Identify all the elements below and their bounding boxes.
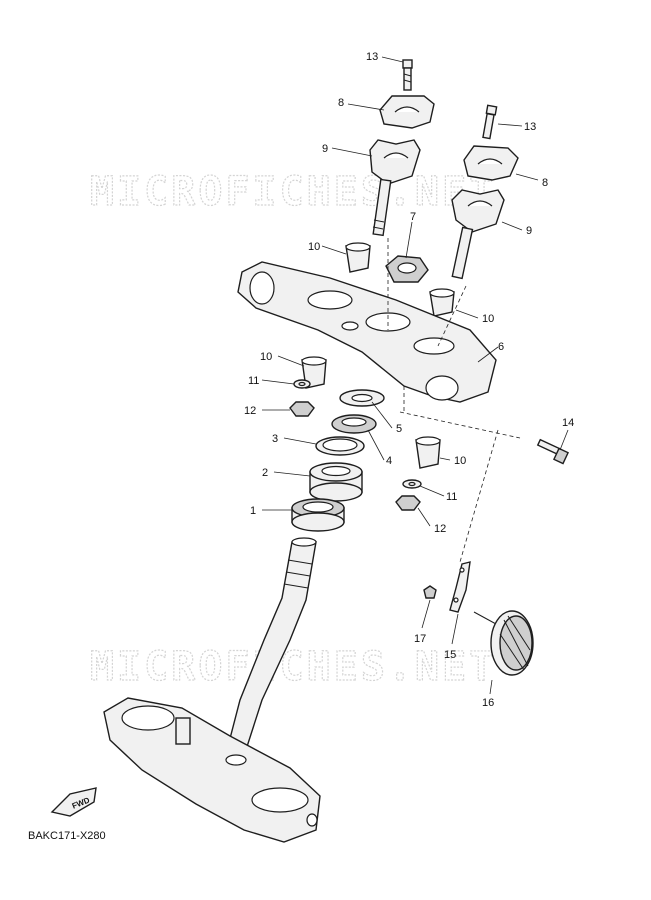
- callout-6: 6: [498, 341, 504, 353]
- dust-seal-3: [315, 436, 365, 456]
- callout-labels: 13 8 9 10 7 13 8 9 10 6 10 11 12 5 4 3 2…: [244, 51, 574, 709]
- callout-4: 4: [386, 455, 392, 467]
- callout-12-right: 12: [434, 523, 446, 535]
- callout-8-left: 8: [338, 97, 344, 109]
- bearing-1: [291, 498, 345, 532]
- nut-12-left: [289, 401, 315, 417]
- callout-1: 1: [250, 505, 256, 517]
- callout-13-left: 13: [366, 51, 378, 63]
- callout-7: 7: [410, 211, 416, 223]
- watermark-top: MICROFICHES.NET: [90, 169, 496, 215]
- callout-5: 5: [396, 423, 402, 435]
- leader-lines: [261, 56, 569, 695]
- crown-nut-7: [385, 255, 429, 283]
- nut-17: [423, 585, 437, 599]
- reflector-bracket-15: [449, 561, 471, 613]
- callout-10-lower-right: 10: [454, 455, 466, 467]
- fwd-arrow-icon: FWD: [50, 787, 97, 817]
- damper-10-lower-right: [415, 436, 441, 469]
- washer-11-right: [402, 479, 422, 489]
- upper-bracket: [237, 261, 497, 403]
- callout-9-right: 9: [526, 225, 532, 237]
- callout-10-upper-left: 10: [308, 241, 320, 253]
- callout-16: 16: [482, 697, 494, 709]
- nut-12-right: [395, 495, 421, 511]
- callout-10-upper-right: 10: [482, 313, 494, 325]
- lower-handlebar-holder-left: [369, 139, 421, 237]
- diagram-code: BAKC171-X280: [28, 830, 106, 842]
- reflector-16: [473, 610, 534, 676]
- lower-bracket: [103, 697, 321, 843]
- damper-10-upper-left: [345, 242, 371, 273]
- washer-5: [339, 389, 385, 407]
- lower-handlebar-holder-right: [451, 189, 505, 280]
- washer-11-left: [293, 379, 311, 389]
- upper-handlebar-holder-left: [379, 95, 435, 129]
- callout-15: 15: [444, 649, 456, 661]
- upper-handlebar-holder-right: [463, 145, 519, 181]
- callout-17: 17: [414, 633, 426, 645]
- handlebar-bolt-right: [482, 104, 498, 140]
- callout-13-right: 13: [524, 121, 536, 133]
- callout-3: 3: [272, 433, 278, 445]
- bearing-2: [309, 462, 363, 502]
- callout-9-left: 9: [322, 143, 328, 155]
- assembly-lines: [387, 238, 521, 563]
- handlebar-bolt-left: [402, 59, 413, 91]
- callout-2: 2: [262, 467, 268, 479]
- damper-10-upper-right: [429, 288, 455, 317]
- callout-12-left: 12: [244, 405, 256, 417]
- pinch-bolt-14: [536, 438, 569, 465]
- watermark-bottom: MICROFICHES.NET: [90, 644, 496, 690]
- callout-14: 14: [562, 417, 574, 429]
- callout-10-mid-left: 10: [260, 351, 272, 363]
- callout-8-right: 8: [542, 177, 548, 189]
- ring-nut-4: [331, 414, 377, 434]
- callout-11-left: 11: [248, 375, 259, 387]
- callout-11-right: 11: [446, 491, 457, 503]
